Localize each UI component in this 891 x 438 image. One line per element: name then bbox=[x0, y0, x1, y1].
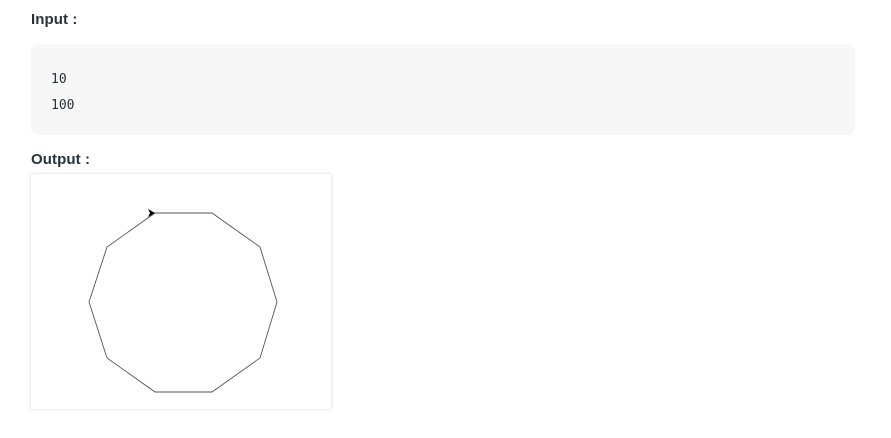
input-line-1: 10 bbox=[51, 72, 67, 87]
input-heading: Input : bbox=[31, 11, 78, 28]
input-line-2: 100 bbox=[51, 98, 75, 113]
turtle-arrow-icon bbox=[148, 209, 155, 217]
output-image-panel bbox=[31, 174, 331, 409]
decagon-outline bbox=[88, 212, 278, 393]
output-heading: Output : bbox=[31, 151, 91, 168]
turtle-canvas bbox=[88, 209, 278, 393]
input-code-block: 10 100 bbox=[31, 44, 855, 135]
